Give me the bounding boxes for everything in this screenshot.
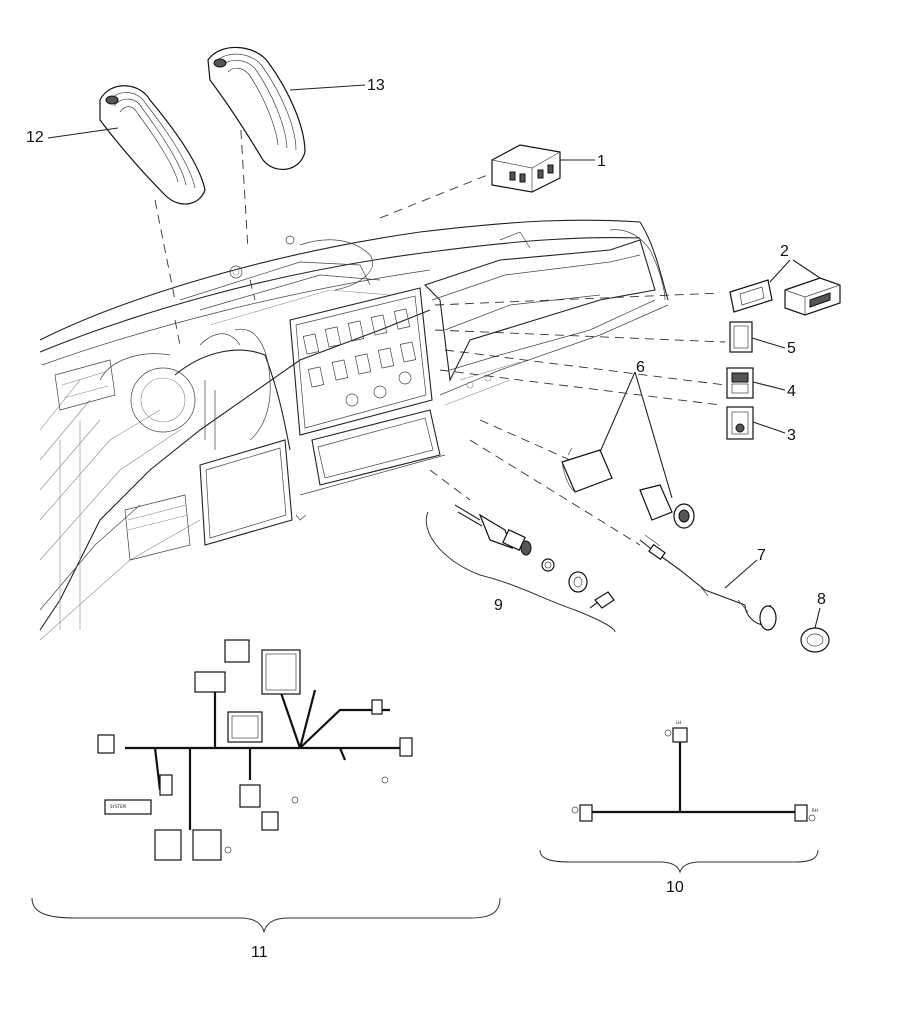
callout-7: 7 — [757, 547, 766, 564]
brace-10 — [539, 849, 819, 874]
part-2-switch-covers — [729, 277, 841, 316]
part-12-pad — [99, 85, 206, 205]
callout-6: 6 — [636, 359, 645, 376]
part-13-pad — [207, 46, 306, 171]
leader-lines — [154, 114, 726, 546]
callout-13: 13 — [367, 77, 385, 94]
callout-11: 11 — [251, 944, 268, 961]
callout-3: 3 — [787, 427, 796, 444]
switch-openings — [302, 308, 417, 407]
callout-12: 12 — [26, 129, 44, 146]
svg-text:SYSTEM: SYSTEM — [110, 804, 126, 809]
part-9-ignition-switch — [454, 504, 615, 609]
callout-2: 2 — [780, 243, 789, 260]
brace-11 — [31, 897, 501, 933]
svg-text:RH: RH — [812, 808, 818, 813]
callout-9: 9 — [494, 597, 503, 614]
callout-leaders — [47, 84, 821, 629]
part-8-grommet — [800, 627, 830, 653]
part-10-headlight-harness: LH RH — [571, 720, 818, 822]
brace-9 — [425, 511, 616, 633]
part-7-choke-cable — [639, 534, 777, 631]
part-6-power-outlet — [561, 447, 695, 529]
part-4-switch — [726, 367, 754, 399]
part-5-bezel — [729, 321, 753, 353]
callout-1: 1 — [597, 153, 606, 170]
callout-labels: 1 2 3 4 5 6 7 8 9 10 11 12 13 — [26, 77, 826, 961]
svg-text:LH: LH — [676, 720, 681, 725]
dashboard-panel — [39, 219, 669, 641]
callout-8: 8 — [817, 591, 826, 608]
callout-5: 5 — [787, 340, 796, 357]
part-1-connector — [491, 144, 561, 193]
callout-10: 10 — [666, 879, 684, 896]
callout-4: 4 — [787, 383, 796, 400]
part-3-switch — [726, 406, 754, 440]
part-11-main-harness: SYSTEM — [97, 639, 413, 861]
